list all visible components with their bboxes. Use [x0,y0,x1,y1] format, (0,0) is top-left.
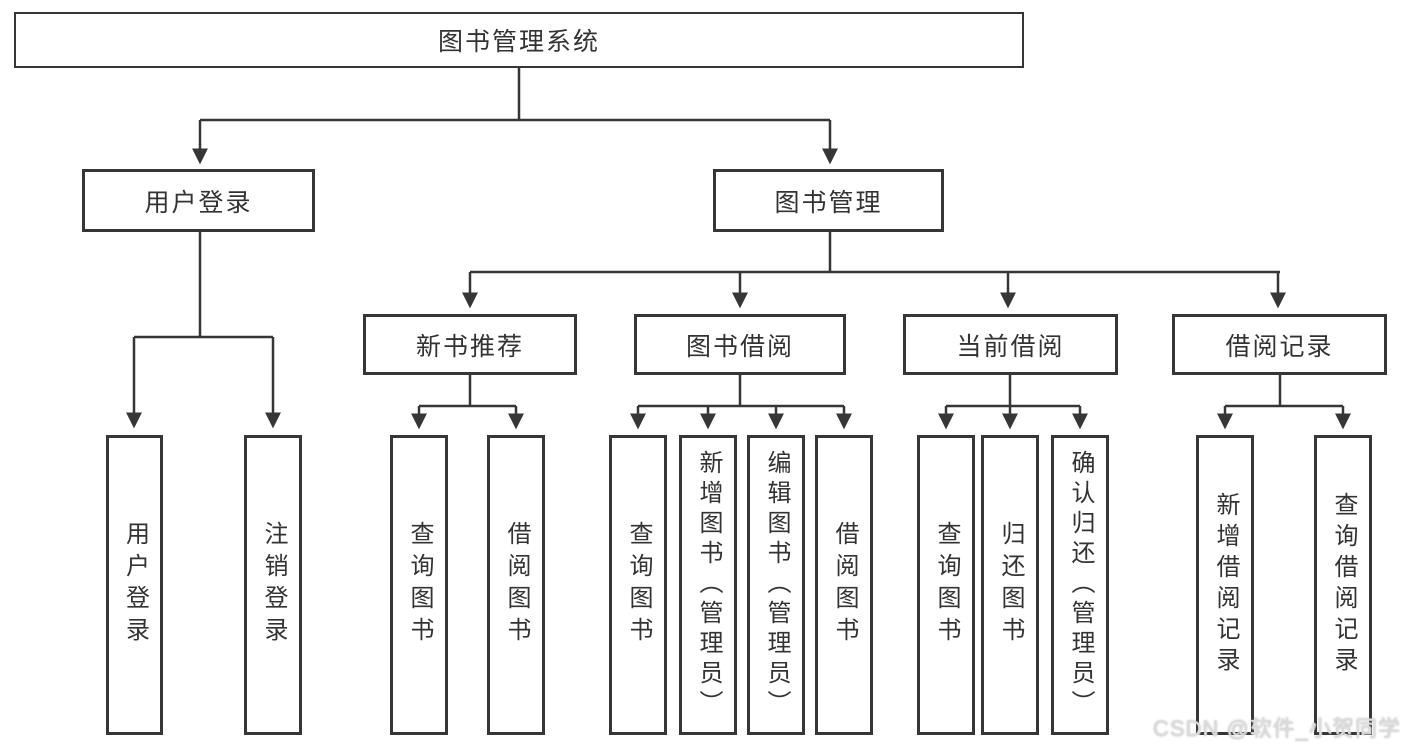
leaf-current-return-books: 归还图书 [981,435,1039,735]
node-label: 借阅图书 [831,521,858,649]
leaf-current-confirm-return-admin: 确认归还（管理员） [1051,435,1109,735]
node-label: 查询图书 [406,521,433,649]
leaf-borrow-edit-books-admin: 编辑图书（管理员） [747,435,805,735]
node-label: 当前借阅 [956,332,1065,361]
leaf-newbook-query-books: 查询图书 [390,435,448,735]
node-label: 查询图书 [625,521,652,649]
node-label: 注销登录 [260,521,287,649]
node-current-borrowing: 当前借阅 [903,314,1118,375]
leaf-current-query-books: 查询图书 [917,435,975,735]
node-book-borrowing: 图书借阅 [634,314,846,375]
node-label: 借阅记录 [1225,332,1334,361]
node-label: 确认归还（管理员） [1067,450,1094,720]
node-borrowing-records: 借阅记录 [1172,314,1387,375]
leaf-records-add-record: 新增借阅记录 [1196,435,1254,735]
tree-connector-lines [134,68,1343,408]
node-label: 新增借阅记录 [1212,492,1239,678]
leaf-borrow-query-books: 查询图书 [609,435,667,735]
node-label: 图书借阅 [685,332,794,361]
leaf-logout: 注销登录 [244,435,302,735]
node-label: 借阅图书 [503,521,530,649]
node-label: 图书管理系统 [437,28,600,56]
csdn-watermark: CSDN @软件_小贺同学 [1152,716,1401,741]
node-user-login-module: 用户登录 [82,169,315,232]
node-book-management-module: 图书管理 [713,169,944,232]
node-root-system: 图书管理系统 [14,12,1024,68]
node-label: 用户登录 [144,188,253,217]
node-new-book-recommend: 新书推荐 [363,314,577,375]
node-label: 新增图书（管理员） [695,450,722,720]
leaf-borrow-add-books-admin: 新增图书（管理员） [679,435,737,735]
leaf-borrow-borrow-books: 借阅图书 [815,435,873,735]
node-label: 用户登录 [121,521,149,649]
leaf-user-login: 用户登录 [106,435,163,735]
leaf-records-query-record: 查询借阅记录 [1314,435,1372,735]
node-label: 新书推荐 [415,332,524,361]
node-label: 图书管理 [774,188,883,217]
node-label: 查询借阅记录 [1330,492,1357,678]
node-label: 查询图书 [933,521,960,649]
arrowheads [126,120,1351,430]
node-label: 归还图书 [997,521,1024,649]
node-label: 编辑图书（管理员） [763,450,790,720]
leaf-newbook-borrow-books: 借阅图书 [487,435,545,735]
